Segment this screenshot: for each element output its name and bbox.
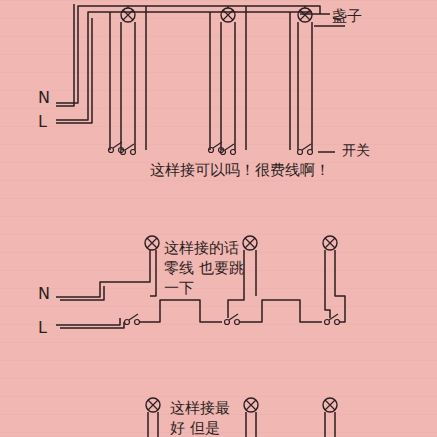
wire-label: N <box>38 88 58 108</box>
note-text: 这样接可以吗！很费线啊！ <box>150 160 390 180</box>
wire-label: 开关 <box>342 140 402 160</box>
wire-label: 盏子 <box>332 6 392 26</box>
wire-label: L <box>38 318 58 338</box>
note-text: 这样接的话 零线 也要跳一下 <box>164 238 244 298</box>
note-text: 这样接最 好 但是 <box>170 398 242 437</box>
wire-label: L <box>38 112 58 132</box>
wire-label: N <box>38 284 58 304</box>
